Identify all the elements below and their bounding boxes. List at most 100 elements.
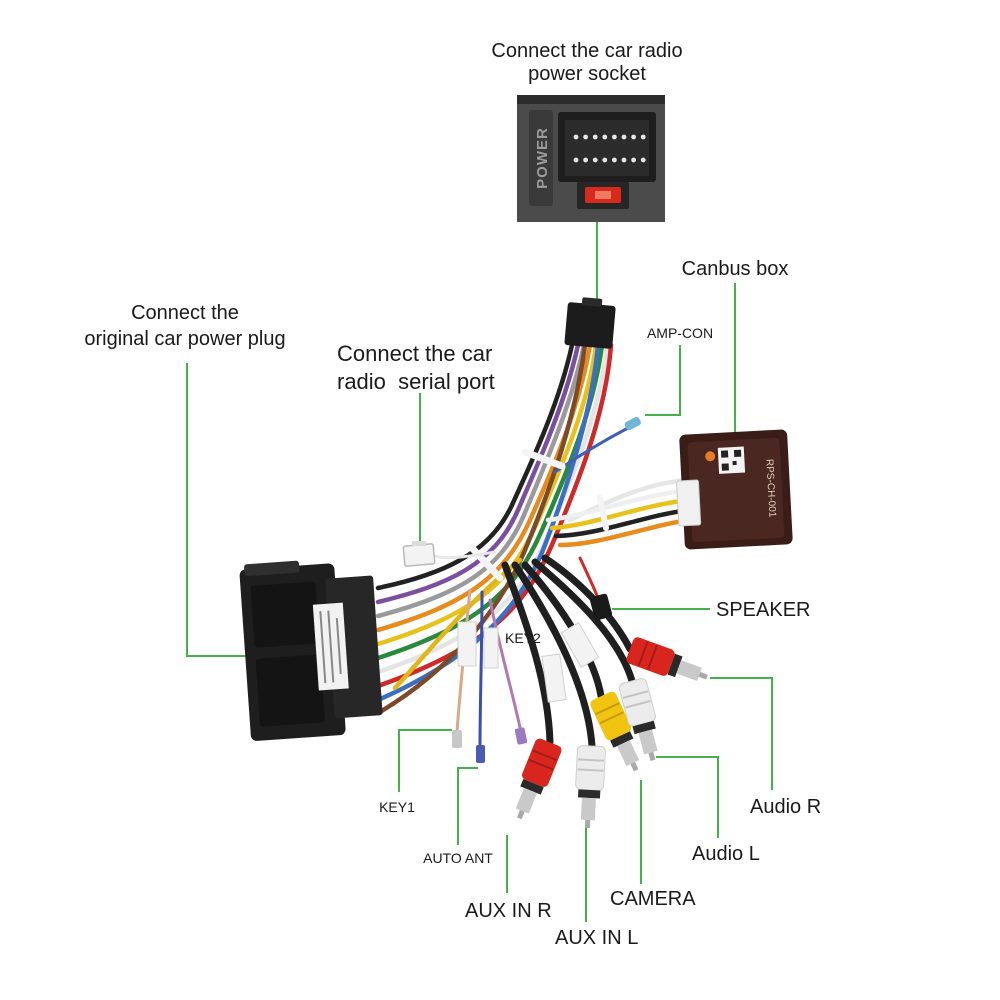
label-canbus-box: Canbus box	[682, 258, 789, 280]
rca-body-ridge	[528, 758, 554, 771]
socket-pin	[573, 157, 579, 163]
rca-tag-audio-l	[560, 621, 600, 669]
rca-body-ridge	[532, 749, 558, 762]
rca-pin	[516, 810, 525, 820]
rca-body-ridge	[577, 758, 604, 762]
socket-pin	[640, 134, 646, 140]
zip-tie-lower	[468, 544, 504, 582]
leader-line-audio-r	[710, 677, 773, 790]
harness-radio-connector-latch	[581, 297, 603, 307]
wire-black	[375, 342, 575, 591]
sticker-line-1	[319, 611, 327, 684]
sticker-line-3	[335, 617, 342, 674]
canbus-wire-orange	[557, 517, 693, 548]
socket-pin	[621, 157, 627, 163]
original-plug-slot-lower	[255, 654, 325, 727]
original-power-plug	[239, 560, 383, 741]
socket-label-plate	[529, 110, 553, 206]
fuse-highlight	[595, 191, 611, 199]
zip-tie-upper	[521, 448, 566, 470]
rca-pin	[584, 819, 591, 829]
speaker-plug	[589, 593, 613, 621]
canbus-wires	[545, 477, 693, 548]
original-plug-slot-upper	[250, 581, 320, 648]
canbus-wire-white	[545, 487, 693, 523]
rca-collar	[610, 731, 634, 748]
rca-shield	[638, 729, 658, 755]
rca-body	[626, 637, 675, 676]
rca-collar	[577, 789, 601, 799]
socket-pin	[631, 157, 636, 163]
speaker-connector	[578, 556, 613, 621]
label-audio-r: Audio R	[750, 796, 821, 818]
canbus-box-connector	[676, 479, 702, 527]
rca-body-ridge	[577, 768, 604, 772]
canbus-qr-block-3	[721, 463, 729, 471]
label-amp-con: AMP-CON	[647, 325, 713, 341]
rca-pin	[630, 762, 639, 772]
rca-body	[590, 691, 632, 741]
rca-body	[522, 738, 562, 787]
label-aux-in-l: AUX IN L	[555, 927, 638, 949]
socket-pin	[583, 134, 588, 140]
rca-body	[575, 745, 606, 791]
rca-tag-aux	[541, 653, 567, 703]
canbus-qr-block-1	[720, 450, 729, 458]
rca-collar	[520, 779, 544, 795]
leader-line-amp-con	[645, 345, 681, 416]
rca-plug-audio-l	[618, 678, 658, 761]
auto-ant-terminal	[476, 745, 485, 763]
canbus-qr-block-4	[732, 460, 737, 466]
wire-yellow-lower	[392, 557, 523, 691]
rca-shield	[580, 797, 596, 821]
rca-pin	[698, 672, 708, 680]
leader-line-audio-l	[656, 756, 719, 838]
label-audio-l: Audio L	[692, 843, 760, 865]
socket-pin	[640, 157, 646, 163]
rca-shield	[617, 740, 640, 767]
speaker-wire-red	[578, 556, 600, 600]
rca-body-ridge	[622, 690, 649, 699]
zip-tie-canbus	[597, 495, 609, 531]
canbus-model-text: RPS-CH-001	[763, 459, 777, 518]
key-wires	[452, 588, 528, 763]
socket-pin-cavity	[565, 120, 649, 176]
rca-body-ridge	[647, 644, 658, 670]
socket-pins	[573, 134, 646, 163]
rca-shield	[676, 660, 702, 681]
socket-pin	[602, 134, 608, 140]
rca-cable-aux-in-l	[511, 561, 596, 750]
socket-photo-top-edge	[517, 95, 665, 104]
socket-pin	[621, 134, 627, 140]
serial-port-wire	[432, 550, 497, 560]
label-speaker: SPEAKER	[716, 599, 810, 621]
key-wire-tag-1	[457, 621, 477, 667]
rca-plug-camera	[590, 691, 640, 772]
socket-power-marking: POWER	[534, 127, 551, 189]
rca-cables	[501, 554, 636, 750]
rca-body-ridge	[595, 702, 620, 716]
key1-terminal	[452, 730, 462, 748]
socket-pin	[592, 134, 598, 140]
rca-body-ridge	[599, 711, 624, 725]
label-power-socket-line1: Connect the car radio	[491, 40, 682, 62]
harness-radio-connector-body	[564, 302, 616, 349]
serial-port-plug	[402, 543, 436, 567]
key-wire-tag-2	[483, 627, 499, 669]
rca-shield	[515, 787, 537, 814]
rca-cable-audio-l	[531, 558, 636, 685]
wire-purple	[375, 342, 581, 605]
canbus-qr-code	[717, 446, 746, 474]
label-serial-port-line1: Connect the car	[337, 341, 492, 366]
rca-body-ridge	[625, 699, 651, 709]
rca-collar	[667, 653, 683, 678]
socket-pin	[573, 134, 579, 140]
original-plug-clip	[244, 560, 300, 577]
wire-brown	[377, 342, 588, 715]
rca-plug-aux-in-r	[515, 738, 562, 820]
canbus-wire-yellow	[549, 497, 693, 531]
wire-grey	[375, 342, 587, 619]
serial-port-latch	[412, 541, 426, 546]
rca-pin	[648, 751, 656, 761]
